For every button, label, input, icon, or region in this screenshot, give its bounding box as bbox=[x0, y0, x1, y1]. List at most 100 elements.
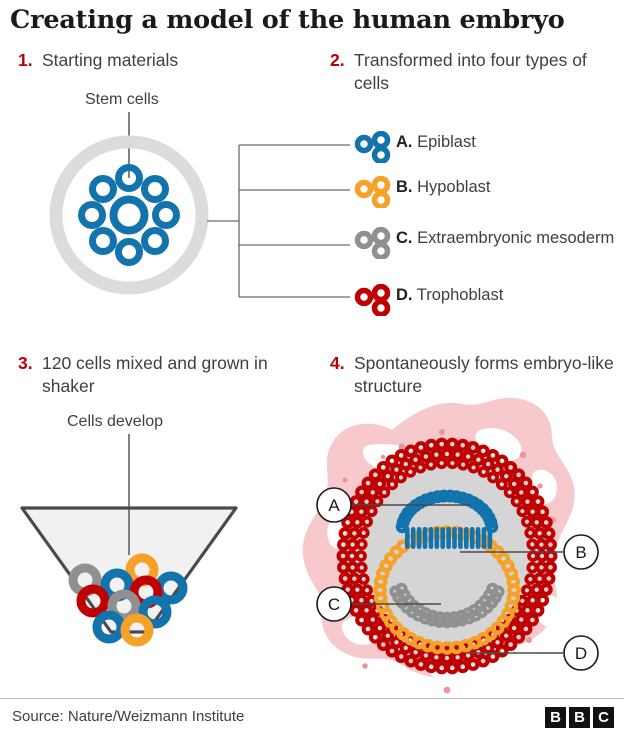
legend-item-hypoblast[interactable]: B. Hypoblast bbox=[352, 175, 620, 213]
trophoblast-cell bbox=[476, 654, 490, 668]
funnel-cell-group bbox=[68, 553, 188, 647]
trophoblast-cell bbox=[519, 622, 533, 636]
trophoblast-cell bbox=[376, 638, 390, 652]
source-credit: Source: Nature/Weizmann Institute bbox=[12, 708, 245, 725]
callout-c-circle[interactable] bbox=[316, 586, 352, 622]
trophoblast-cell bbox=[373, 621, 387, 635]
trophoblast-cell bbox=[507, 477, 521, 491]
stem-cell bbox=[89, 175, 117, 203]
trophoblast-cell bbox=[504, 460, 518, 474]
trophoblast-cell bbox=[355, 485, 369, 499]
trophoblast-cell bbox=[355, 613, 369, 627]
trophoblast-cell bbox=[360, 604, 373, 617]
epiblast-columnar-cell bbox=[452, 527, 457, 549]
trophoblast-cell bbox=[486, 650, 500, 664]
epiblast-columnar-cell bbox=[446, 527, 451, 549]
step-3-heading: 3. 120 cells mixed and grown in shaker bbox=[18, 352, 298, 398]
trophoblast-cell bbox=[521, 584, 533, 597]
trophoblast-cell bbox=[472, 453, 485, 466]
epiblast-columnar-cell bbox=[434, 527, 440, 549]
stem-cell bbox=[78, 201, 106, 229]
page-title: Creating a model of the human embryo bbox=[10, 5, 565, 35]
trophoblast-cell bbox=[457, 458, 470, 471]
step-3-number: 3. bbox=[18, 353, 33, 373]
trophoblast-cell bbox=[366, 613, 379, 626]
legend-item-trophoblast[interactable]: D. Trophoblast bbox=[352, 283, 620, 321]
epiblast-columnar-cell bbox=[487, 527, 493, 549]
trophoblast-cell bbox=[512, 468, 526, 482]
trophoblast-cell bbox=[526, 538, 539, 551]
legend-name-b: Hypoblast bbox=[417, 178, 491, 196]
legend-label-trophoblast: D. Trophoblast bbox=[396, 283, 503, 306]
trophoblast-cell bbox=[355, 561, 368, 574]
trophoblast-cell bbox=[419, 450, 433, 463]
trophoblast-cell bbox=[361, 584, 373, 597]
trophoblast-cell bbox=[394, 448, 408, 462]
trophoblast-cell bbox=[515, 486, 528, 499]
trophoblast-cell bbox=[404, 444, 418, 458]
epiblast-columnar-cell bbox=[416, 527, 422, 549]
trophoblast-cell bbox=[355, 550, 367, 562]
trophoblast-cell bbox=[440, 447, 454, 461]
trophoblast-cell bbox=[357, 526, 370, 539]
trophoblast-cell bbox=[519, 476, 533, 490]
trophoblast-cell bbox=[357, 573, 370, 586]
epiblast-columnar-cell bbox=[469, 527, 475, 549]
funnel-cell-hypoblast bbox=[120, 613, 154, 647]
trophoblast-cell bbox=[355, 505, 368, 518]
step-4-text: Spontaneously forms embryo-like structur… bbox=[354, 353, 614, 396]
trophoblast-cell bbox=[360, 495, 373, 508]
legend-key-b: B. bbox=[396, 178, 413, 196]
stem-cell bbox=[89, 227, 117, 255]
trophoblast-cell bbox=[515, 613, 528, 626]
trophoblast-cell bbox=[378, 486, 391, 499]
trophoblast-cell bbox=[404, 465, 417, 478]
trophoblast-cell bbox=[409, 453, 422, 466]
trophoblast-cell bbox=[451, 448, 464, 461]
hypoblast-cell bbox=[506, 574, 521, 589]
stem-cell-outer-ring bbox=[49, 135, 209, 295]
trophoblast-cell bbox=[526, 505, 539, 518]
trophoblast-cell bbox=[366, 486, 379, 499]
trophoblast-cell bbox=[525, 485, 539, 499]
bbc-logo-b2: B bbox=[569, 707, 590, 728]
embryo-structure bbox=[302, 397, 575, 694]
bbc-logo-b1: B bbox=[545, 707, 566, 728]
trophoblast-cell bbox=[467, 461, 480, 474]
trophoblast-cell bbox=[424, 458, 437, 471]
step-1-number: 1. bbox=[18, 50, 33, 70]
callout-b-circle[interactable] bbox=[563, 534, 599, 570]
callout-d-circle[interactable] bbox=[563, 635, 599, 671]
epiblast-columnar-cell bbox=[475, 527, 481, 549]
bbc-logo-c: C bbox=[593, 707, 614, 728]
legend-item-epiblast[interactable]: A. Epiblast bbox=[352, 130, 620, 168]
trophoblast-cell bbox=[386, 478, 399, 491]
mesoderm-cell bbox=[395, 582, 408, 596]
trophoblast-cell bbox=[368, 468, 382, 482]
callout-a-circle[interactable] bbox=[316, 487, 352, 523]
step-2-number: 2. bbox=[330, 50, 345, 70]
legend-name-a: Epiblast bbox=[417, 133, 476, 151]
legend-key-c: C. bbox=[396, 229, 413, 247]
stem-cell-group bbox=[78, 164, 180, 266]
trophoblast-cell bbox=[495, 478, 508, 491]
trophoblast-cell bbox=[466, 441, 480, 455]
trophoblast-cell bbox=[521, 515, 533, 528]
legend-item-mesoderm[interactable]: C. Extraembryonic mesoderm bbox=[352, 226, 620, 264]
step-3-text: 120 cells mixed and grown in shaker bbox=[42, 353, 268, 396]
trophoblast-cell bbox=[486, 448, 500, 462]
trophoblast-cell bbox=[524, 573, 537, 586]
legend-name-c: Extraembryonic mesoderm bbox=[417, 229, 615, 247]
bbc-logo: B B C bbox=[545, 707, 614, 728]
epiblast-cell bbox=[437, 489, 451, 503]
trophoblast-cells-icon bbox=[352, 283, 396, 321]
step-1-heading: 1. Starting materials bbox=[18, 49, 298, 72]
trophoblast-cell bbox=[503, 486, 516, 499]
trophoblast-cell bbox=[404, 654, 418, 668]
epiblast-cell bbox=[443, 489, 457, 503]
hypoblast-cells-icon bbox=[352, 175, 396, 213]
branch-bracket bbox=[207, 144, 350, 298]
legend-name-d: Trophoblast bbox=[416, 286, 504, 304]
trophoblast-cell bbox=[376, 460, 390, 474]
trophoblast-cell bbox=[361, 476, 375, 490]
